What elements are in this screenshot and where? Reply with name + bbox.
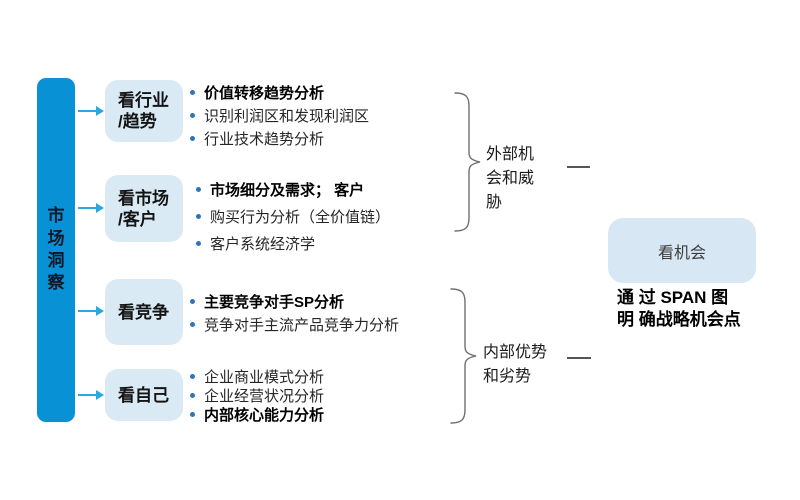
opportunity-box: 看机会 [608,218,756,283]
connector-dash [567,166,590,168]
bullet-icon [190,90,195,95]
list-item-text: 企业经营状况分析 [204,388,325,405]
list-item: 购买行为分析（全价值链） [196,203,390,230]
bullet-list-competition: 主要竞争对手SP分析 竞争对手主流产品竞争力分析 [190,290,399,336]
brace-label-external: 外部机会和威胁 [486,146,535,211]
list-item-text: 内部核心能力分析 [204,407,325,424]
list-item-text: 企业商业模式分析 [204,369,325,386]
category-label: 看行业 /趋势 [118,91,169,131]
bullet-icon [190,412,195,417]
list-item-text: 购买行为分析（全价值链） [210,209,391,226]
list-item: 竞争对手主流产品竞争力分析 [190,313,399,336]
bullet-list-industry-trends: 价值转移趋势分析 识别利润区和发现利润区 行业技术趋势分析 [190,81,369,150]
list-item: 主要竞争对手SP分析 [190,290,399,313]
list-item: 市场细分及需求； 客户 [196,176,390,203]
bullet-list-market-customers: 市场细分及需求； 客户 购买行为分析（全价值链） 客户系统经济学 [196,176,390,257]
list-item-text: 市场细分及需求； 客户 [210,182,365,199]
root-bar-label: 市场洞察 [47,206,65,293]
curly-brace-icon [454,92,481,232]
category-label: 看市场 /客户 [118,188,169,229]
arrow-icon [78,203,104,213]
bullet-icon [190,322,195,327]
category-box-market-customers: 看市场 /客户 [105,175,183,242]
list-item: 客户系统经济学 [196,230,390,257]
list-item-text: 客户系统经济学 [210,236,316,253]
arrow-icon [78,106,104,116]
arrow-icon [78,306,104,316]
category-label: 看竞争 [118,302,169,322]
category-label: 看自己 [118,385,169,405]
list-item-text: 行业技术趋势分析 [204,131,325,148]
list-item: 识别利润区和发现利润区 [190,104,369,127]
list-item: 价值转移趋势分析 [190,81,369,104]
bullet-icon [190,299,195,304]
curly-brace-icon [450,288,477,424]
category-box-competition: 看竞争 [105,279,183,345]
bullet-icon [190,374,195,379]
bullet-icon [190,136,195,141]
opportunity-note: 通 过 SPAN 图 明 确战略机会点 [617,288,741,329]
bullet-list-self: 企业商业模式分析 企业经营状况分析 内部核心能力分析 [190,367,324,424]
list-item-text: 识别利润区和发现利润区 [204,108,370,125]
category-box-industry-trends: 看行业 /趋势 [105,80,183,142]
list-item: 企业商业模式分析 [190,367,324,386]
bullet-icon [196,187,201,192]
list-item-text: 竞争对手主流产品竞争力分析 [204,317,400,334]
opportunity-box-label: 看机会 [657,244,706,262]
connector-dash [567,357,591,359]
bullet-icon [196,214,201,219]
list-item: 内部核心能力分析 [190,405,324,424]
list-item-text: 主要竞争对手SP分析 [204,294,345,311]
bullet-icon [196,241,201,246]
list-item: 行业技术趋势分析 [190,127,369,150]
arrow-icon [78,390,104,400]
brace-label-internal: 内部优势和劣势 [483,344,548,385]
root-bar-market-insight: 市场洞察 [37,78,75,422]
bullet-icon [190,393,195,398]
list-item-text: 价值转移趋势分析 [204,85,325,102]
bullet-icon [190,113,195,118]
list-item: 企业经营状况分析 [190,386,324,405]
category-box-self: 看自己 [105,369,183,421]
